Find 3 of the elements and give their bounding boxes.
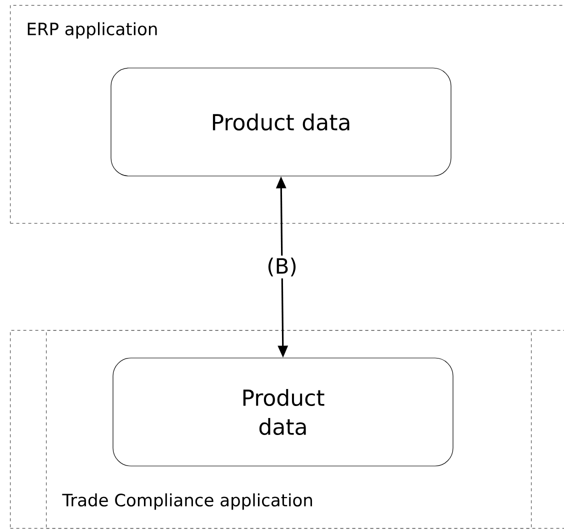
data-box: Product data [110,68,452,176]
data-box: Product data [112,358,454,466]
edge-label: (B) [264,256,300,278]
